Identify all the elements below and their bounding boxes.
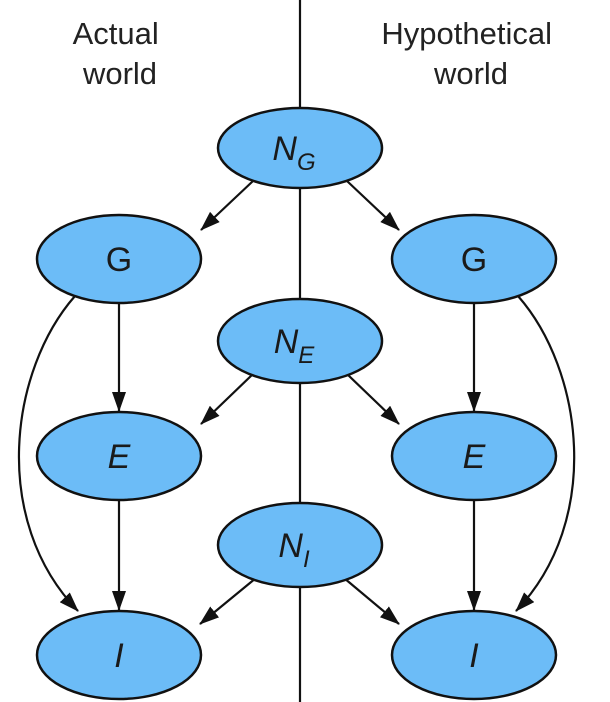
node-ni: NI: [216, 501, 384, 589]
node-label-i-right: I: [469, 637, 479, 675]
node-label-ng: NG: [272, 130, 315, 176]
node-e-left: E: [35, 410, 203, 502]
node-ellipse-e-left: [35, 410, 203, 502]
node-ellipse-g-right: [390, 213, 558, 305]
node-label-subscript: E: [298, 342, 315, 369]
node-label-main: E: [108, 438, 131, 476]
header-actual-line2: world: [82, 56, 157, 91]
node-label-subscript: I: [303, 546, 310, 573]
header-actual-world: Actual world: [73, 16, 168, 91]
node-label-main: N: [278, 527, 303, 565]
node-ellipse-ni: [216, 501, 384, 589]
node-e-right: E: [390, 410, 558, 502]
node-label-main: E: [463, 438, 486, 476]
node-label-main: G: [106, 241, 132, 279]
edge-ng-to-g-left: [200, 180, 254, 231]
node-label-subscript: G: [297, 149, 316, 176]
edge-g-right-to-i-right: [515, 295, 576, 612]
node-ellipse-g-left: [35, 213, 203, 305]
edge-g-left-to-i-left: [17, 295, 79, 612]
node-label-e-right: E: [463, 438, 486, 476]
header-hypothetical-line1: Hypothetical: [381, 16, 552, 51]
edge-ni-to-i-left: [199, 577, 257, 625]
edges: [17, 180, 576, 625]
node-i-right: I: [390, 609, 558, 701]
node-label-g-right: G: [461, 241, 487, 279]
node-ellipse-i-left: [35, 609, 203, 701]
node-ng: NG: [216, 106, 384, 190]
node-ne: NE: [216, 297, 384, 385]
header-actual-line1: Actual: [73, 16, 159, 51]
node-g-left: G: [35, 213, 203, 305]
node-label-ni: NI: [278, 527, 310, 573]
node-ellipse-ne: [216, 297, 384, 385]
node-ellipse-i-right: [390, 609, 558, 701]
header-hypothetical-world: Hypothetical world: [381, 16, 560, 91]
edge-ni-to-i-right: [343, 577, 400, 625]
node-label-e-left: E: [108, 438, 131, 476]
edge-ne-to-e-right: [346, 373, 400, 425]
node-label-main: I: [469, 637, 479, 675]
node-label-main: N: [272, 130, 297, 168]
edge-ng-to-g-right: [346, 180, 400, 231]
header-hypothetical-line2: world: [433, 56, 508, 91]
node-ellipse-e-right: [390, 410, 558, 502]
node-label-main: G: [461, 241, 487, 279]
edge-ne-to-e-left: [200, 373, 254, 425]
node-label-main: I: [114, 637, 124, 675]
node-label-ne: NE: [274, 323, 316, 369]
node-label-i-left: I: [114, 637, 124, 675]
node-label-main: N: [274, 323, 299, 361]
node-ellipse-ng: [216, 106, 384, 190]
node-i-left: I: [35, 609, 203, 701]
node-g-right: G: [390, 213, 558, 305]
node-label-g-left: G: [106, 241, 132, 279]
